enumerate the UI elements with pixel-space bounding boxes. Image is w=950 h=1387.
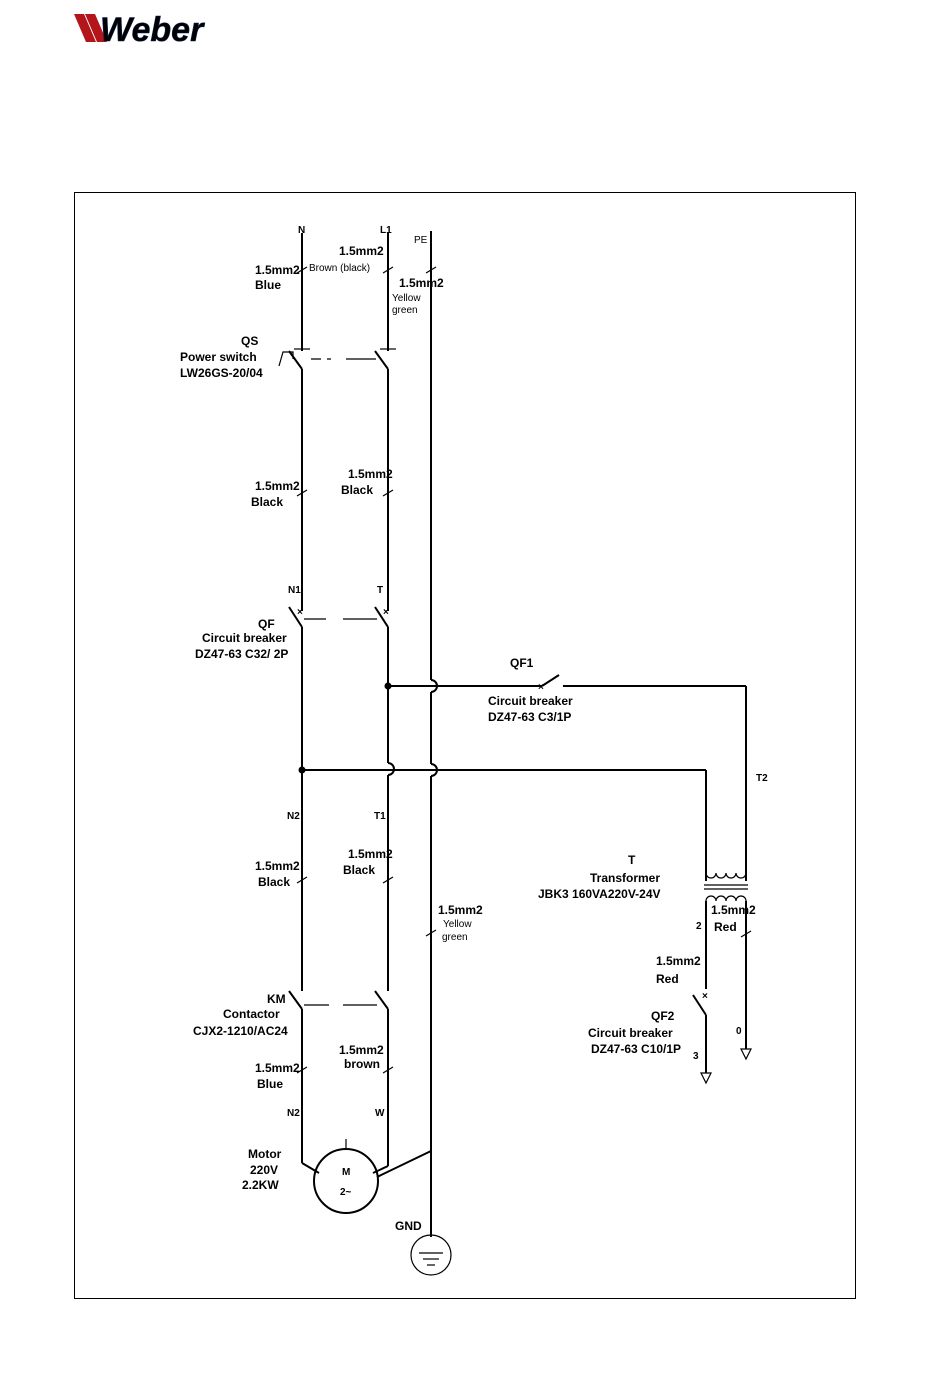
motor-symbol-m: M [342, 1167, 350, 1178]
motor-label: Motor [248, 1147, 282, 1161]
wire-label-size: 1.5mm2 [399, 276, 444, 290]
neutral-branch [302, 769, 707, 881]
qf-model: DZ47-63 C32/ 2P [195, 647, 288, 661]
transformer-name: Transformer [590, 871, 660, 885]
wire-label-color: Red [714, 920, 737, 934]
gnd-label: GND [395, 1219, 422, 1233]
wire-label-color: Brown (black) [309, 263, 370, 274]
pe-line [376, 231, 438, 1237]
qf1-branch: × [388, 674, 747, 881]
wire-label-color: Yellow [443, 919, 472, 930]
qf2-name: Circuit breaker [588, 1026, 673, 1040]
motor-voltage: 220V [250, 1163, 278, 1177]
wire-label-color: Black [251, 495, 283, 509]
transformer-model: JBK3 160VA220V-24V [538, 887, 661, 901]
qf-breaker: × × [288, 606, 389, 628]
wire-label-color: Blue [257, 1077, 283, 1091]
wire-label-color: brown [344, 1057, 380, 1071]
wire-label-color: Black [343, 863, 375, 877]
terminal-n1: N1 [288, 585, 301, 596]
terminal-n2: N2 [287, 811, 300, 822]
qf-name: Circuit breaker [202, 631, 287, 645]
motor-symbol-phase: 2~ [340, 1187, 352, 1198]
wire-label-size: 1.5mm2 [255, 859, 300, 873]
terminal-3: 3 [693, 1051, 699, 1062]
svg-text:×: × [383, 607, 389, 618]
wire-ticks [296, 266, 752, 1074]
motor-symbol [301, 1139, 389, 1214]
km-name: Contactor [223, 1007, 280, 1021]
transformer-label: T [628, 853, 636, 867]
wire-label-size: 1.5mm2 [656, 954, 701, 968]
wiring-diagram-frame: × × × × [74, 192, 856, 1299]
weber-logo: Weber [74, 11, 205, 48]
qf1-label: QF1 [510, 656, 534, 670]
qf2-label: QF2 [651, 1009, 675, 1023]
wire-label-size: 1.5mm2 [348, 847, 393, 861]
svg-text:×: × [702, 991, 708, 1002]
qf1-model: DZ47-63 C3/1P [488, 710, 571, 724]
wire-label-color: green [442, 932, 468, 943]
qs-power-switch [278, 348, 396, 370]
qs-label: QS [241, 334, 258, 348]
wire-label-color: Blue [255, 278, 281, 292]
qs-name: Power switch [180, 350, 257, 364]
wire-label-size: 1.5mm2 [255, 1061, 300, 1075]
wire-label-color: Black [258, 875, 290, 889]
km-label: KM [267, 992, 286, 1006]
transformer-symbol: × [692, 872, 752, 1085]
phase-line [387, 233, 395, 1166]
logo-wordmark: Weber [100, 11, 205, 48]
wire-label-size: 1.5mm2 [339, 244, 384, 258]
wiring-diagram: × × × × [180, 225, 768, 1276]
wire-label-color: Yellow [392, 293, 421, 304]
terminal-t2: T2 [756, 773, 768, 784]
qs-model: LW26GS-20/04 [180, 366, 263, 380]
terminal-n: N [298, 225, 305, 236]
km-model: CJX2-1210/AC24 [193, 1024, 288, 1038]
wire-label-size: 1.5mm2 [438, 903, 483, 917]
wire-label-size: 1.5mm2 [339, 1043, 384, 1057]
ground-symbol [410, 1234, 452, 1276]
svg-text:×: × [538, 682, 544, 693]
svg-text:×: × [297, 607, 303, 618]
wire-label-size: 1.5mm2 [255, 263, 300, 277]
motor-power: 2.2KW [242, 1178, 279, 1192]
terminal-n2-motor: N2 [287, 1108, 300, 1119]
terminal-l1: L1 [380, 225, 392, 236]
qf2-model: DZ47-63 C10/1P [591, 1042, 681, 1056]
terminal-2: 2 [696, 921, 702, 932]
terminal-t: T [377, 585, 383, 596]
wire-label-size: 1.5mm2 [348, 467, 393, 481]
wire-label-color: Black [341, 483, 373, 497]
wire-label-color: green [392, 305, 418, 316]
terminal-pe: PE [414, 235, 428, 246]
qf-label: QF [258, 617, 275, 631]
km-contactor [288, 990, 389, 1010]
wire-label-size: 1.5mm2 [255, 479, 300, 493]
wire-label-size: 1.5mm2 [711, 903, 756, 917]
wire-label-color: Red [656, 972, 679, 986]
terminal-w: W [375, 1108, 385, 1119]
terminal-t1: T1 [374, 811, 386, 822]
terminal-0: 0 [736, 1026, 742, 1037]
qf1-name: Circuit breaker [488, 694, 573, 708]
